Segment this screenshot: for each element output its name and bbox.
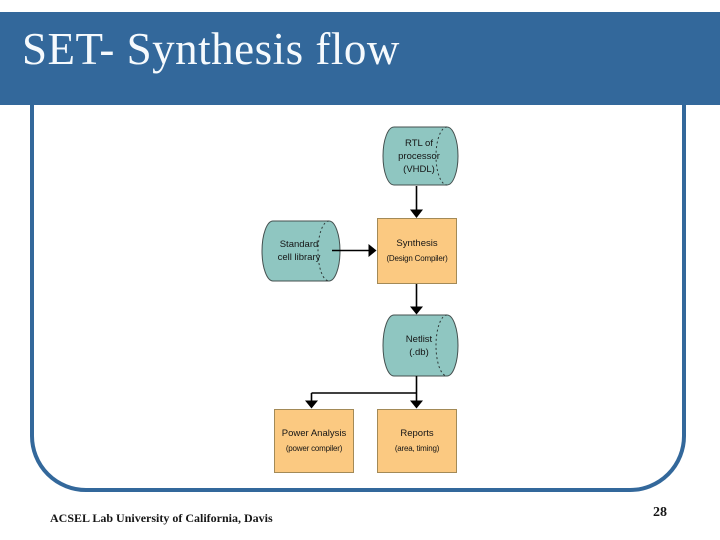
node-reports-line2: (area, timing) — [394, 444, 440, 453]
node-netlist: Netlist (.db) — [383, 315, 455, 376]
node-std-cell-line1: Standard — [279, 239, 319, 250]
title-bar: SET- Synthesis flow — [0, 12, 720, 105]
node-reports: Reports (area, timing) — [377, 409, 457, 473]
node-rtl: RTL of processor (VHDL) — [383, 127, 455, 185]
node-power-analysis-line2: (power compiler) — [285, 444, 343, 453]
node-netlist-line1: Netlist — [405, 333, 433, 345]
page-number: 28 — [653, 505, 667, 520]
footer-text: ACSEL Lab University of California, Davi… — [50, 511, 273, 525]
node-synthesis: Synthesis (Design Compiler) — [377, 218, 457, 284]
node-rtl-line3: (VHDL) — [403, 163, 435, 175]
node-std-cell: Standard cell library — [262, 221, 336, 281]
slide-title: SET- Synthesis flow — [22, 24, 400, 74]
node-rtl-line1: RTL of — [405, 137, 433, 149]
node-synthesis-line2: (Design Compiler) — [386, 254, 448, 263]
node-reports-line1: Reports — [400, 428, 434, 439]
node-rtl-line2: processor — [398, 150, 440, 162]
node-synthesis-line1: Synthesis — [396, 238, 438, 249]
content-frame-border — [30, 60, 686, 492]
node-netlist-line2: (.db) — [409, 346, 429, 358]
node-power-analysis: Power Analysis (power compiler) — [274, 409, 354, 473]
node-std-cell-line2: cell library — [277, 252, 321, 263]
node-power-analysis-line1: Power Analysis — [281, 428, 347, 439]
